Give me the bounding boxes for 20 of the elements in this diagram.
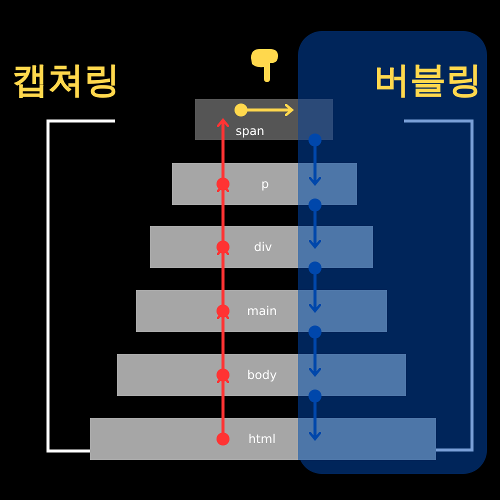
heading-label: 버블링 [374, 61, 482, 101]
heading-label: 캡쳐링 [12, 61, 120, 101]
event-arrow [308, 198, 322, 248]
element-label: html [247, 431, 277, 448]
element-label: p [260, 176, 270, 193]
event-arrow [308, 134, 322, 186]
event-arrow [308, 262, 322, 312]
element-label: span [234, 123, 266, 140]
element-box [90, 418, 436, 460]
element-box [150, 226, 373, 268]
element-label: main [246, 303, 278, 320]
event-arrow [216, 118, 230, 190]
element-box [195, 99, 333, 140]
element-box [117, 354, 406, 396]
element-label: div [252, 239, 274, 256]
event-arrow [308, 390, 322, 440]
event-arrow [308, 326, 322, 376]
element-label: body [246, 367, 278, 384]
element-box [172, 163, 357, 205]
element-box [136, 290, 387, 332]
